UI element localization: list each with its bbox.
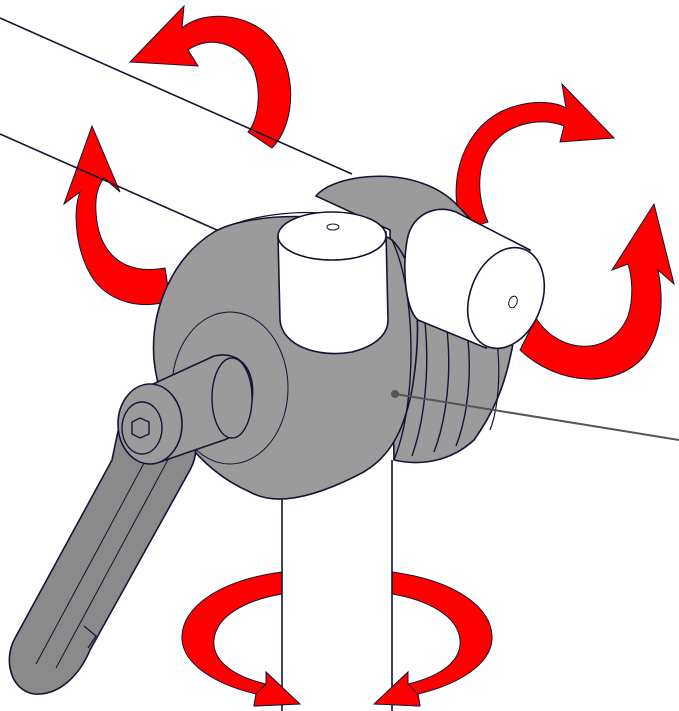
lever-shaft-end [212, 358, 252, 438]
top-stub-face [278, 212, 386, 260]
vertical-post-body [282, 470, 392, 711]
hex-socket-icon [132, 418, 149, 438]
top-stub-cylinder [278, 212, 388, 354]
top-stub-hole [327, 224, 339, 230]
